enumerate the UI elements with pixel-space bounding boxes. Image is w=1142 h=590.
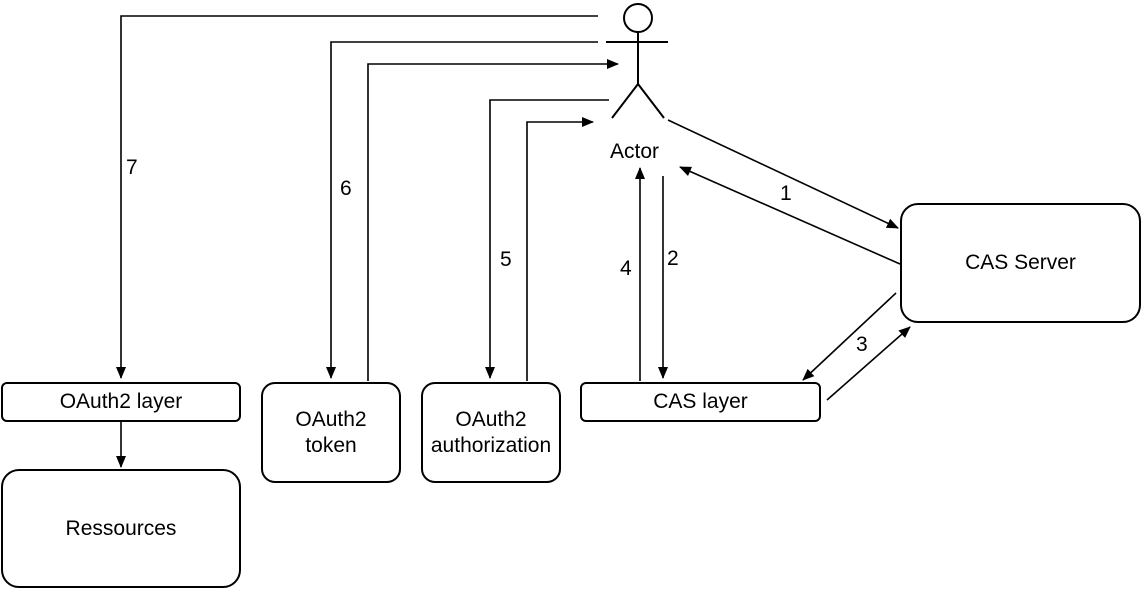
step-label-2: 2 [667, 247, 679, 270]
step-label-6: 6 [340, 177, 352, 200]
actor-figure [606, 3, 668, 119]
edge-6-oauth2-token-to-actor [367, 59, 619, 381]
step-label-3: 3 [856, 333, 868, 356]
edge-7-actor-to-oauth2-layer [116, 15, 598, 379]
edge-5-oauth2-authorization-to-actor [526, 117, 594, 381]
step-label-7: 7 [126, 156, 138, 179]
edge-1-actor-to-cas-server [667, 119, 899, 229]
edge-1-cas-server-to-actor [679, 166, 901, 265]
ressources-node: Ressources [1, 469, 241, 588]
oauth2-layer-node: OAuth2 layer [1, 382, 241, 422]
edge-6-actor-to-oauth2-token [326, 41, 598, 379]
step-label-5: 5 [500, 248, 512, 271]
edge-3-cas-server-to-cas-layer [802, 292, 897, 381]
oauth2-authorization-node: OAuth2 authorization [421, 382, 561, 483]
edge-5-actor-to-oauth2-authorization [485, 99, 609, 379]
actor-label: Actor [610, 140, 660, 163]
cas-server-node: CAS Server [900, 203, 1141, 323]
oauth2-token-node: OAuth2 token [261, 382, 401, 483]
edge-3-cas-layer-to-cas-server [826, 326, 911, 401]
cas-layer-node: CAS layer [580, 382, 821, 422]
step-label-1: 1 [780, 182, 792, 205]
step-label-4: 4 [620, 257, 632, 280]
